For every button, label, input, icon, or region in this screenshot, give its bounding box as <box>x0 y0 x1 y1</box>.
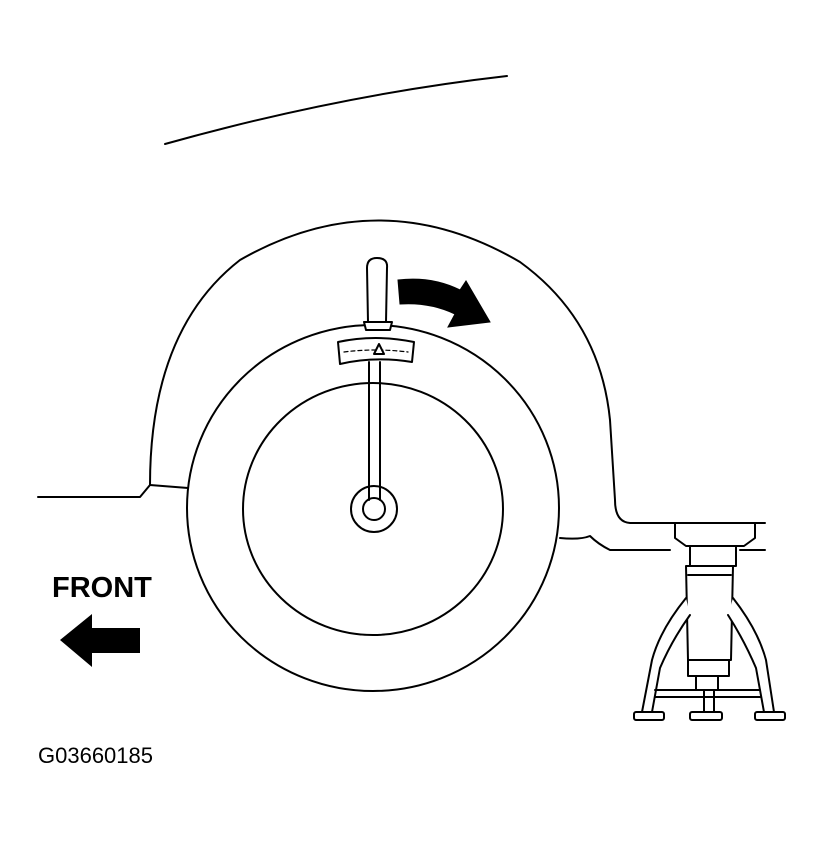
hub-outer <box>350 485 398 533</box>
arrow-left-icon <box>60 614 140 667</box>
torque-wrench-shaft <box>368 361 381 501</box>
curved-arrow-clockwise-icon <box>397 278 491 328</box>
hub-inner <box>362 497 386 521</box>
direction-label: FRONT <box>52 572 152 604</box>
torque-pointer <box>373 343 385 355</box>
rocker-line-rear <box>559 535 766 551</box>
rocker-line <box>149 484 189 489</box>
figure-code: G03660185 <box>38 743 153 768</box>
jack-stand <box>633 522 786 721</box>
torque-wrench-handle <box>366 257 389 323</box>
wheel-rim <box>242 382 504 636</box>
roof-line <box>164 75 508 145</box>
vehicle-body <box>37 219 766 524</box>
torque-wrench-collar <box>363 321 393 331</box>
